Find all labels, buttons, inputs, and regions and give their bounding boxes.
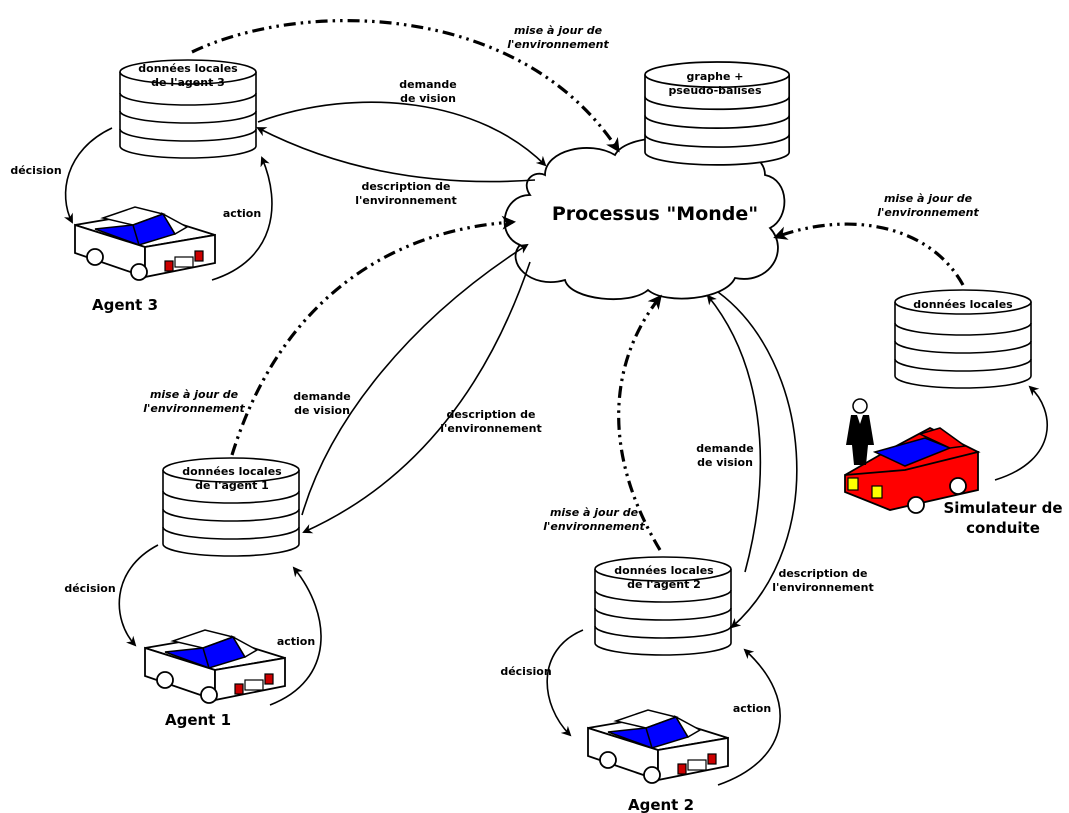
agent3-description-arrow bbox=[256, 127, 536, 183]
agent2-update-label-2: l'environnement bbox=[543, 520, 645, 533]
agent2-description-arrow bbox=[717, 291, 798, 629]
agent1-description-arrow bbox=[302, 261, 531, 534]
agent3-action-arrow bbox=[211, 156, 273, 281]
agent1-action-label: action bbox=[277, 635, 315, 648]
agent3-action-label: action bbox=[223, 207, 261, 220]
simulator-car bbox=[844, 426, 981, 514]
agent2-car bbox=[587, 709, 729, 784]
agent3-vision-label-2: de vision bbox=[400, 92, 456, 105]
agent1-vision-label-1: demande bbox=[293, 390, 350, 403]
agent1-decision-label: décision bbox=[64, 582, 115, 595]
agent2-vision-label-2: de vision bbox=[697, 456, 753, 469]
agent3-name: Agent 3 bbox=[92, 296, 158, 314]
agent3-car bbox=[74, 206, 216, 281]
agent2-decision-arrow bbox=[546, 629, 584, 737]
agent3-vision-request-arrow bbox=[257, 101, 547, 167]
agent3-update-arrow bbox=[191, 19, 620, 153]
agent2-update-label-1: mise à jour de bbox=[550, 506, 639, 519]
simulator-update-label-1: mise à jour de bbox=[884, 192, 973, 205]
agent3-description-label-1: description de bbox=[361, 180, 450, 193]
agent3-decision-label: décision bbox=[10, 164, 61, 177]
simulator-db-label: données locales bbox=[913, 298, 1013, 311]
agent2-vision-label-1: demande bbox=[696, 442, 753, 455]
agent3-vision-label-1: demande bbox=[399, 78, 456, 91]
agent2-description-label-2: l'environnement bbox=[772, 581, 874, 594]
simulator-data-arrow bbox=[994, 385, 1048, 481]
world-process-label: Processus "Monde" bbox=[552, 203, 758, 225]
agent2-db-label-1: données locales bbox=[614, 564, 714, 577]
agent2-update-arrow bbox=[617, 294, 662, 551]
agent2-action-arrow bbox=[717, 648, 781, 786]
simulator-label-1: Simulateur de bbox=[943, 499, 1062, 517]
agent3-update-label-2: l'environnement bbox=[507, 38, 609, 51]
agent3-db-label-2: de l'agent 3 bbox=[151, 76, 225, 89]
agent1-name: Agent 1 bbox=[165, 711, 231, 729]
agent1-vision-request-arrow bbox=[301, 243, 529, 516]
agent2-db-label-2: de l'agent 2 bbox=[627, 578, 701, 591]
agent3-db-label-1: données locales bbox=[138, 62, 238, 75]
simulator-label-2: conduite bbox=[966, 519, 1040, 537]
agent1-car bbox=[144, 629, 286, 704]
agent1-action-arrow bbox=[269, 566, 322, 706]
agent3-decision-arrow bbox=[63, 127, 113, 224]
agent1-decision-arrow bbox=[118, 544, 159, 647]
agent2-name: Agent 2 bbox=[628, 796, 694, 813]
agent1-description-label-2: l'environnement bbox=[440, 422, 542, 435]
agent2-vision-request-arrow bbox=[706, 294, 762, 573]
agent1-db-label-1: données locales bbox=[182, 465, 282, 478]
agent1-description-label-1: description de bbox=[446, 408, 535, 421]
agent1-update-label-2: l'environnement bbox=[143, 402, 245, 415]
graph-db-label-1: graphe + bbox=[687, 70, 744, 83]
agent2-decision-label: décision bbox=[500, 665, 551, 678]
simulator-update-label-2: l'environnement bbox=[877, 206, 979, 219]
agent2-action-label: action bbox=[733, 702, 771, 715]
agent3-update-label-1: mise à jour de bbox=[514, 24, 603, 37]
agent3-description-label-2: l'environnement bbox=[355, 194, 457, 207]
agent2-description-label-1: description de bbox=[778, 567, 867, 580]
graph-db-label-2: pseudo-balises bbox=[668, 84, 762, 97]
agent1-vision-label-2: de vision bbox=[294, 404, 350, 417]
simulator-update-arrow bbox=[773, 222, 965, 286]
agent1-update-label-1: mise à jour de bbox=[150, 388, 239, 401]
driver-person-icon bbox=[846, 398, 874, 465]
agent1-db-label-2: de l'agent 1 bbox=[195, 479, 269, 492]
